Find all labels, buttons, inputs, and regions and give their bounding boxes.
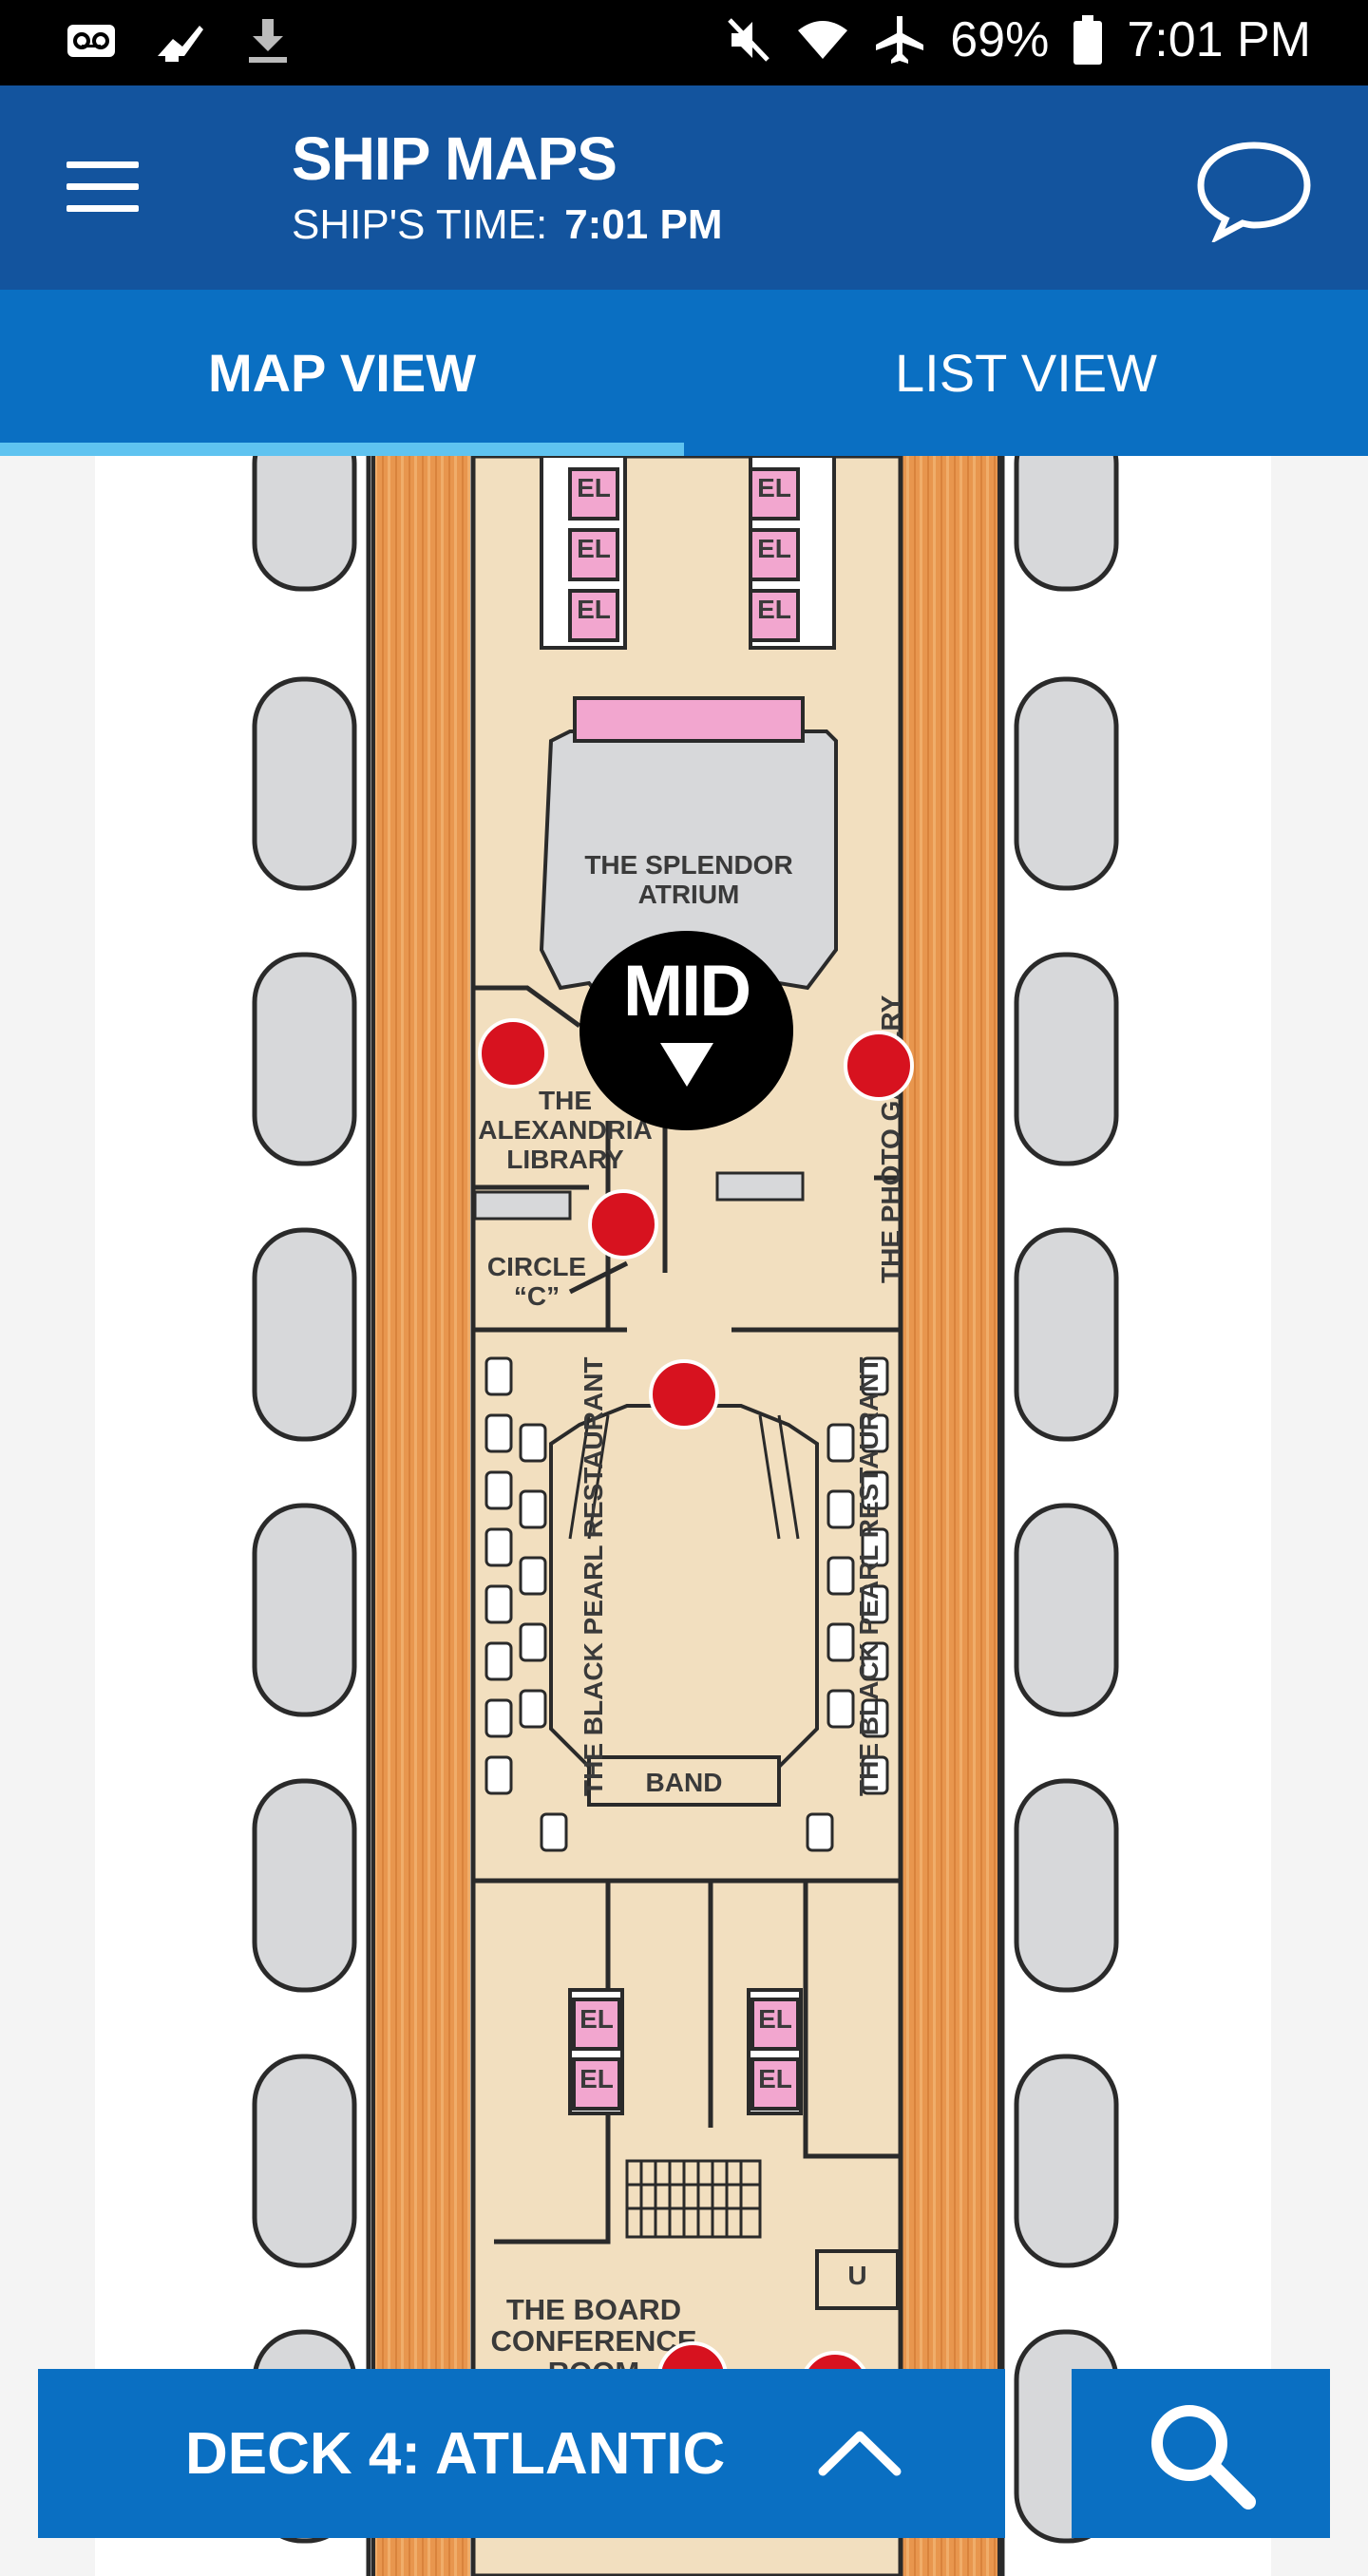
- chat-button[interactable]: [1195, 138, 1313, 244]
- chevron-up-icon: [818, 2431, 902, 2476]
- airplane-icon: [876, 16, 924, 64]
- elevator-label: EL: [757, 534, 791, 563]
- elevator-label: EL: [577, 534, 611, 563]
- elevator-label: EL: [757, 595, 791, 624]
- download-icon: [249, 19, 287, 63]
- status-time: 7:01 PM: [1127, 12, 1311, 67]
- cast-icon: [158, 26, 203, 62]
- hamburger-icon: [66, 161, 139, 168]
- map-poi-marker[interactable]: [478, 1018, 548, 1089]
- menu-button[interactable]: [66, 161, 142, 218]
- elevator-label: EL: [577, 473, 611, 502]
- mid-ship-marker[interactable]: MID: [580, 931, 793, 1130]
- voicemail-icon: [67, 25, 115, 57]
- tab-map-view[interactable]: MAP VIEW: [207, 343, 477, 403]
- atrium-label: THE SPLENDOR ATRIUM: [584, 850, 793, 909]
- map-poi-marker[interactable]: [649, 1359, 719, 1430]
- photo-gallery-label: THE PHOTO GALLERY: [876, 994, 905, 1283]
- mid-marker-label: MID: [622, 951, 751, 1032]
- deck-plan-drawing: [252, 456, 1119, 2576]
- ship-time-value: 7:01 PM: [564, 201, 723, 248]
- deck-label: DECK 4: ATLANTIC: [185, 2420, 726, 2487]
- battery-percent: 69%: [950, 12, 1050, 67]
- circle-c-label: CIRCLE “C”: [486, 1252, 587, 1311]
- page-title: SHIP MAPS: [292, 124, 618, 193]
- battery-icon: [1074, 15, 1103, 65]
- map-poi-marker[interactable]: [844, 1031, 914, 1101]
- deck-map[interactable]: EL EL EL EL EL EL EL EL EL EL THE SPLEND…: [95, 456, 1271, 2576]
- elevator-label: EL: [758, 2064, 792, 2093]
- chat-bubble-icon: [1197, 142, 1311, 244]
- band-label: BAND: [645, 1768, 723, 1797]
- library-label: THE ALEXANDRIA LIBRARY: [478, 1086, 653, 1174]
- restaurant-label-left: THE BLACK PEARL RESTAURANT: [579, 1356, 608, 1796]
- app-bar: SHIP MAPS SHIP'S TIME: 7:01 PM: [0, 85, 1368, 290]
- restaurant-label-right: THE BLACK PEARL RESTAURANT: [854, 1356, 884, 1796]
- deck-selector-button[interactable]: DECK 4: ATLANTIC: [38, 2369, 1005, 2538]
- elevator-label: EL: [757, 473, 791, 502]
- elevator-label: EL: [758, 2004, 792, 2034]
- search-button[interactable]: [1072, 2369, 1330, 2538]
- view-tabs: MAP VIEW LIST VIEW: [0, 290, 1368, 456]
- u-label: U: [847, 2261, 867, 2290]
- elevator-label: EL: [577, 595, 611, 624]
- elevator-label: EL: [580, 2004, 614, 2034]
- ship-time-label: SHIP'S TIME:: [292, 201, 548, 248]
- status-bar: 69% 7:01 PM: [0, 0, 1368, 85]
- elevator-label: EL: [580, 2064, 614, 2093]
- arrow-down-icon: [660, 1043, 713, 1087]
- map-poi-marker[interactable]: [588, 1189, 658, 1260]
- wifi-icon: [798, 21, 848, 59]
- ship-time: SHIP'S TIME: 7:01 PM: [292, 201, 723, 249]
- search-icon: [1151, 2405, 1256, 2510]
- active-tab-indicator: [0, 443, 684, 456]
- mute-icon: [728, 18, 770, 62]
- tab-list-view[interactable]: LIST VIEW: [895, 343, 1157, 403]
